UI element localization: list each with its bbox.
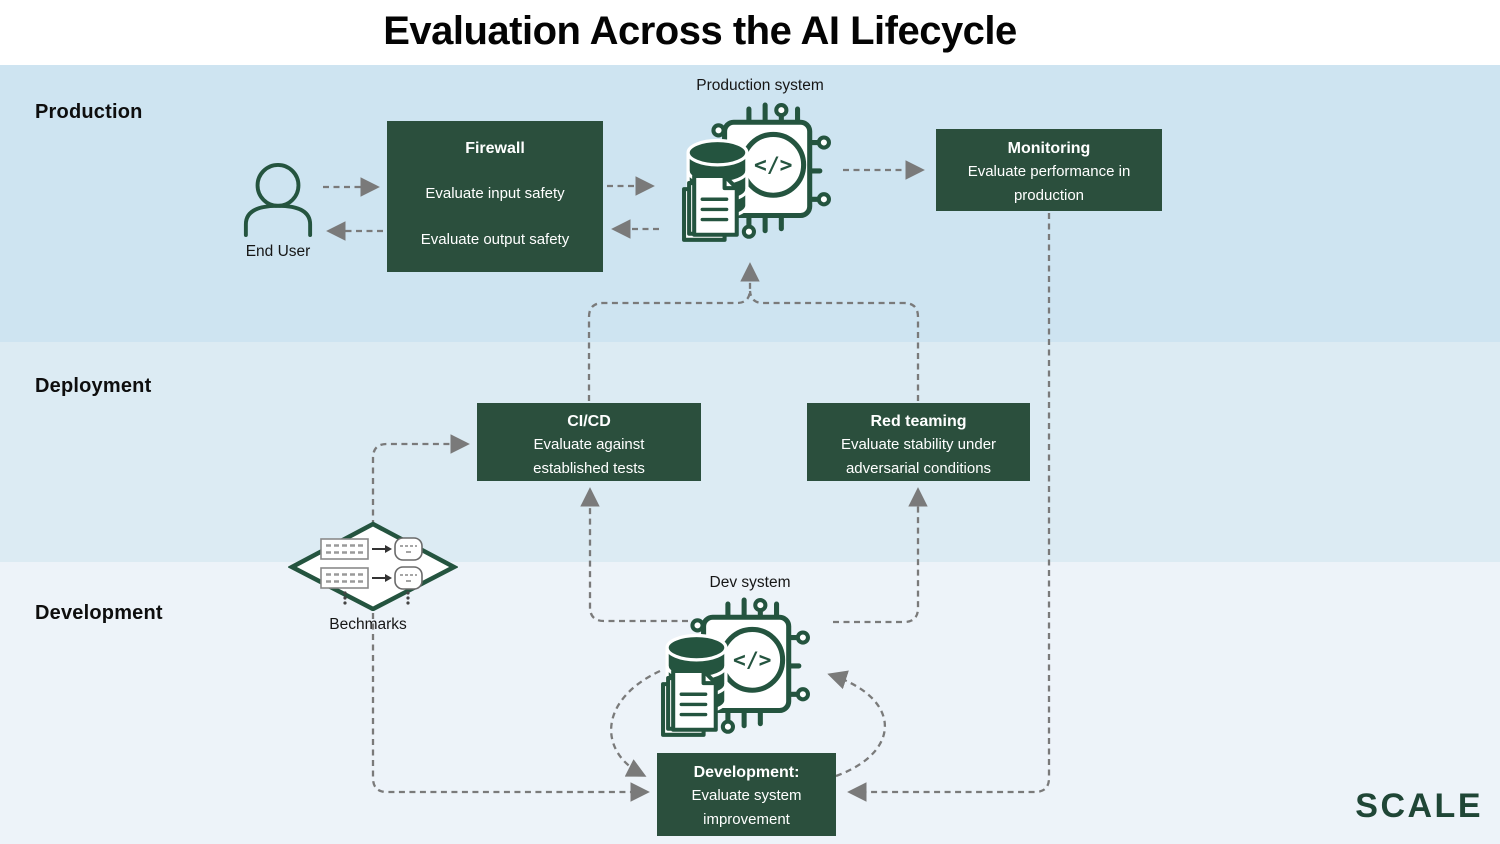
dev-system-icon (659, 597, 811, 749)
end-user-label: End User (245, 243, 311, 260)
band-label-production: Production (35, 101, 143, 123)
development-title: Development: (693, 764, 800, 781)
monitoring-box: Monitoring Evaluate performance in produ… (936, 129, 1162, 211)
firewall-title: Firewall (465, 140, 525, 157)
development-box: Development: Evaluate system improvement (657, 753, 836, 836)
page-title: Evaluation Across the AI Lifecycle (383, 9, 1017, 53)
band-label-development: Development (35, 602, 163, 624)
production-system-icon (680, 102, 832, 254)
cicd-body: Evaluate against established tests (533, 436, 645, 477)
scale-logo: SCALE (1355, 787, 1483, 825)
band-deployment (0, 342, 1500, 562)
production-system-label: Production system (696, 77, 824, 94)
firewall-line1: Evaluate input safety (425, 185, 565, 203)
firewall-line2: Evaluate output safety (420, 231, 570, 249)
cicd-title: CI/CD (567, 413, 611, 430)
development-body: Evaluate system improvement (691, 787, 802, 828)
monitoring-body: Evaluate performance in production (967, 163, 1131, 204)
red-teaming-box: Red teaming Evaluate stability under adv… (807, 403, 1030, 481)
benchmarks-icon (288, 519, 458, 611)
monitoring-title: Monitoring (1007, 140, 1091, 157)
cicd-box: CI/CD Evaluate against established tests (477, 403, 701, 481)
firewall-box: Firewall Evaluate input safety Evaluate … (387, 121, 603, 272)
benchmarks-label: Bechmarks (329, 616, 407, 633)
dev-system-label: Dev system (709, 574, 791, 591)
person-icon (241, 161, 315, 239)
red-teaming-body: Evaluate stability under adversarial con… (840, 436, 997, 477)
band-label-deployment: Deployment (35, 375, 152, 397)
red-teaming-title: Red teaming (870, 413, 967, 430)
